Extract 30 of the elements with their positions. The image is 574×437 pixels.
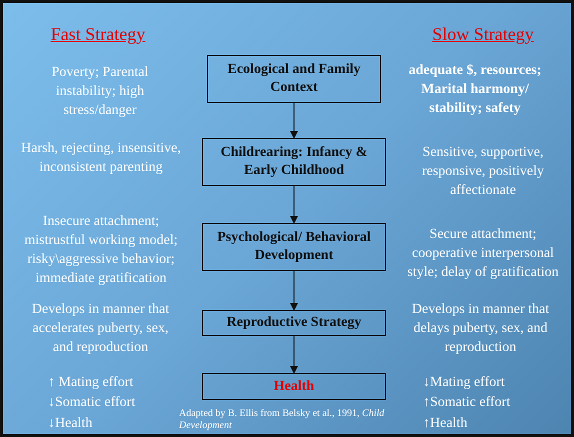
description-text: Develops in manner that delays puberty, sex, and reproduction (410, 301, 550, 357)
box-label: Psychological/ Behavioral Development (216, 229, 372, 265)
description-text: Insecure attachment; mistrustful working model; risky\aggressive behavior; immediate gratification (23, 213, 179, 288)
box-label: Health (274, 378, 314, 396)
outcome-text: ↓Somatic effort (48, 394, 136, 412)
outcome-text: ↑Somatic effort (423, 394, 512, 412)
outcome-text: ↑ Mating effort (48, 374, 134, 392)
box-label: Childrearing: Infancy & Early Childhood (220, 144, 368, 180)
description-text: Harsh, rejecting, insensitive, inconsistent parenting (21, 140, 181, 177)
arrow (290, 336, 298, 374)
description-text: adequate $, resources; Marital harmony/ stability; safety (408, 62, 542, 118)
heading: Fast Strategy (50, 23, 146, 45)
outcome-text: ↑Health (423, 415, 468, 433)
process-box (207, 55, 381, 103)
process-box (202, 138, 386, 186)
box-label: Reproductive Strategy (226, 314, 362, 332)
description-text: Poverty; Parental instability; high stress/danger (50, 64, 150, 120)
box-label: Ecological and Family Context (226, 61, 362, 97)
outcome-text: ↓Mating effort (423, 374, 506, 392)
description-text: Develops in manner that accelerates puberty, sex, and reproduction (30, 301, 170, 357)
arrow (290, 186, 298, 224)
arrow (290, 270, 298, 311)
heading: Slow Strategy (431, 23, 535, 45)
process-box (202, 373, 386, 400)
citation-text: Adapted by B. Ellis from Belsky et al., 1991, Child Development (179, 408, 386, 432)
arrow (290, 102, 298, 139)
process-box (202, 310, 386, 336)
process-box (202, 223, 386, 271)
description-text: Secure attachment; cooperative interpersonal style; delay of gratification (406, 226, 560, 282)
description-text: Sensitive, supportive, responsive, positively affectionate (420, 144, 546, 200)
